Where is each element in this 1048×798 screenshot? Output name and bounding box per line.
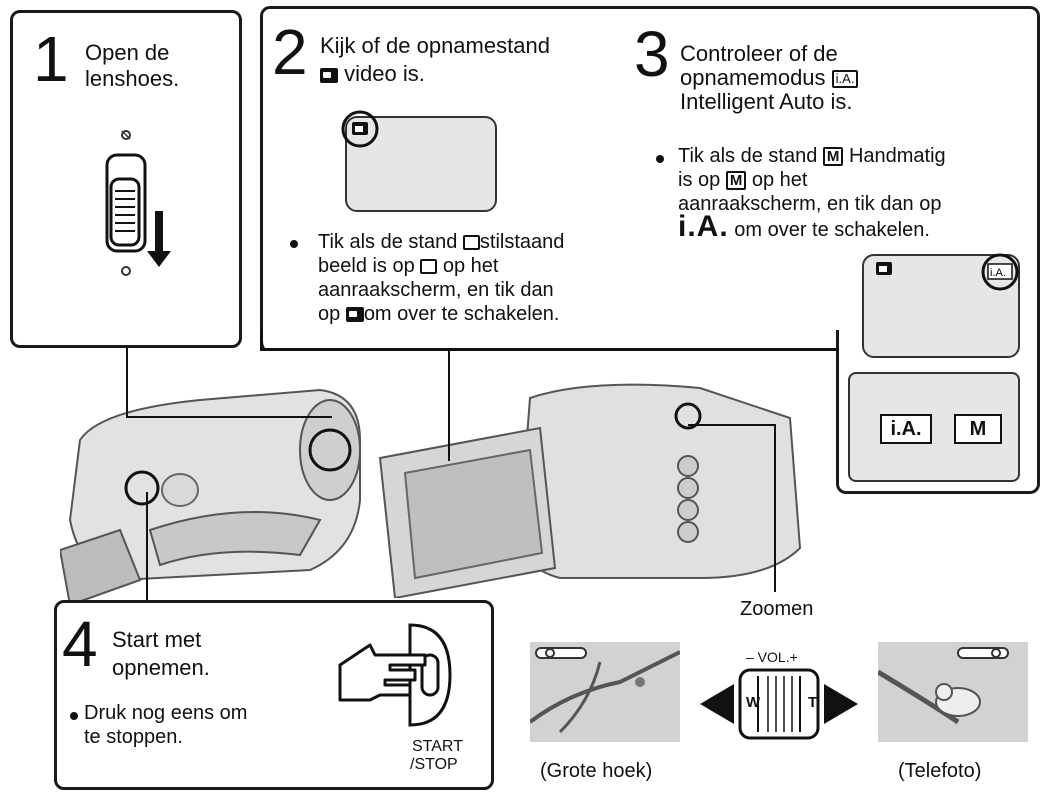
step3-heading-line3: Intelligent Auto is.	[680, 89, 853, 114]
step3-number: 3	[634, 18, 670, 90]
step1-number: 1	[33, 23, 69, 95]
video-mode-icon	[345, 307, 364, 322]
manual-mode-icon: M	[725, 171, 747, 190]
step4-heading-line2: opnemen.	[112, 655, 210, 680]
step2-number: 2	[272, 16, 308, 88]
step3-bullet-line4b-text: om over te schakelen.	[734, 219, 930, 241]
step3-heading-line1: Controleer of de	[680, 41, 838, 66]
step2-heading-line2-text: video is.	[344, 61, 425, 86]
telephoto-image	[878, 642, 1028, 742]
step3-bullet-line3: aanraakscherm, en tik dan op	[678, 193, 942, 215]
zoom-t-label: T	[808, 694, 818, 711]
step3-heading-line2-text: opnamemodus	[680, 65, 826, 90]
step2-bullet-line2b-text: op het	[442, 255, 499, 277]
start-stop-label-line1: START	[412, 738, 463, 755]
camera-mode-icon	[420, 259, 438, 274]
step3-bullet-line1b-text: Handmatig	[848, 145, 946, 167]
step2-bullet-line4: op om over te schakelen.	[318, 303, 559, 325]
step3-heading-line2: opnamemodus i.A.	[680, 65, 859, 90]
step2-heading-line1: Kijk of de opnamestand	[320, 33, 550, 58]
step2-bullet-line1-text: Tik als de stand	[318, 231, 458, 253]
step2-bullet-line3: aanraakscherm, en tik dan	[318, 279, 554, 301]
step4-number: 4	[62, 608, 98, 680]
zoom-lever[interactable]	[696, 668, 862, 740]
ia-large-label: i.A.	[678, 210, 729, 243]
connector-step4	[146, 492, 148, 600]
zoom-w-label: W	[746, 694, 761, 711]
step3-screen-icons: i.A.	[876, 253, 1019, 291]
step3-bullet-line1: Tik als de stand M Handmatig	[678, 145, 946, 167]
step1-text-line1: Open de	[85, 40, 170, 65]
connector-step2	[448, 351, 450, 461]
step2-bullet-line1: Tik als de stand stilstaand	[318, 231, 564, 253]
step2-bullet-line2-text: beeld is op	[318, 255, 415, 277]
tele-caption: (Telefoto)	[898, 760, 982, 782]
video-mode-icon	[320, 68, 338, 83]
step1-panel: 1 Open de lenshoes.	[10, 10, 242, 348]
wide-angle-image	[530, 642, 680, 742]
manual-mode-icon: M	[822, 147, 844, 166]
connector-step1	[126, 348, 128, 416]
step3-bullet-line2: is op M op het	[678, 169, 807, 191]
ia-button[interactable]: i.A.	[880, 414, 932, 444]
camera-illustration-right	[378, 383, 802, 598]
step2-bullet-line1b-text: stilstaand	[479, 231, 565, 253]
step4-bullet-dot	[70, 712, 78, 720]
step2-screen-video-icon-highlight	[341, 110, 379, 148]
step2-heading-line2: video is.	[320, 62, 425, 85]
camera-mode-icon	[462, 235, 480, 250]
step2-bullet-line4b-text: om over te schakelen.	[363, 303, 560, 325]
step4-bullet-line1: Druk nog eens om	[84, 702, 248, 724]
start-stop-label-line2: /STOP	[410, 756, 458, 773]
ia-mode-icon: i.A.	[831, 70, 859, 88]
step3-bullet-line2b-text: op het	[751, 169, 808, 191]
panel-left-bottom-border	[260, 330, 263, 351]
step2-screen	[345, 116, 497, 212]
zoom-vol-label: – VOL.+	[746, 649, 798, 665]
connector-zoom-v	[774, 424, 776, 592]
step4-heading-line1: Start met	[112, 627, 202, 652]
step2-bullet-dot	[290, 240, 298, 248]
start-stop-button-illustration	[338, 623, 452, 727]
panel-bottom-border	[260, 348, 839, 351]
step3-bullet-line1a-text: Tik als de stand	[678, 145, 818, 167]
camera-illustration-left	[60, 388, 361, 607]
zoom-label: Zoomen	[740, 598, 814, 620]
step3-bullet-line4: i.A. om over te schakelen.	[678, 212, 930, 242]
step2-bullet-line4a-text: op	[318, 303, 341, 325]
manual-button[interactable]: M	[954, 414, 1002, 444]
step4-bullet-line2: te stoppen.	[84, 726, 183, 748]
step3-bullet-line2a-text: is op	[678, 169, 721, 191]
step2-bullet-line2: beeld is op op het	[318, 255, 498, 277]
lens-cover-slider-illustration	[105, 130, 171, 276]
step3-bullet-dot	[656, 155, 664, 163]
step1-text-line2: lenshoes.	[85, 66, 180, 91]
svg-text:i.A.: i.A.	[990, 267, 1006, 279]
wide-caption: (Grote hoek)	[540, 760, 653, 782]
connector-step1-h	[126, 416, 332, 418]
connector-zoom-h	[688, 424, 774, 426]
